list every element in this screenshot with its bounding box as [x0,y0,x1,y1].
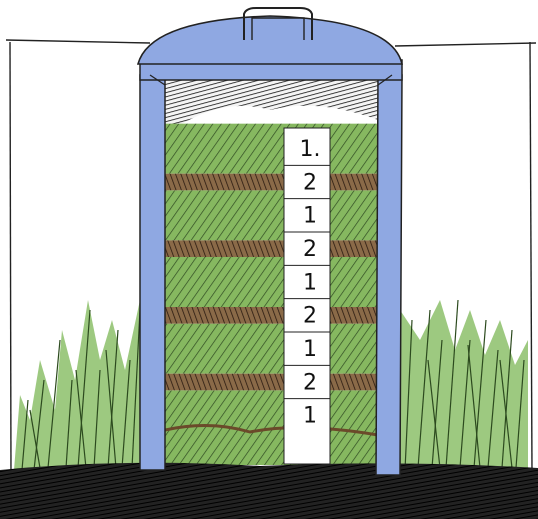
green-material-layer [165,124,378,174]
layer-number-label: 2 [303,237,317,262]
layer-number-label: 2 [303,304,317,329]
brown-material-layer [165,307,378,324]
layer-number-label: 2 [303,370,317,395]
layer-number-label: 2 [303,170,317,195]
layer-number-label: 1 [303,404,317,429]
layer-number-label: 1 [303,204,317,229]
brown-material-layer [165,240,378,257]
grass-left [14,300,140,470]
grass-right [400,300,528,470]
layer-label-column: 1. 2 1 2 1 2 1 2 1 [284,128,330,464]
green-material-layer [165,257,378,307]
layer-number-label: 1 [303,337,317,362]
layer-number-label: 1. [300,137,321,162]
brown-material-layer [165,174,378,191]
brown-material-layer [165,374,378,391]
compost-layers [165,75,378,470]
layer-number-label: 1 [303,270,317,295]
green-material-layer [165,190,378,240]
bin-lid [138,8,402,64]
soil-ground [0,463,538,519]
green-material-layer [165,324,378,374]
